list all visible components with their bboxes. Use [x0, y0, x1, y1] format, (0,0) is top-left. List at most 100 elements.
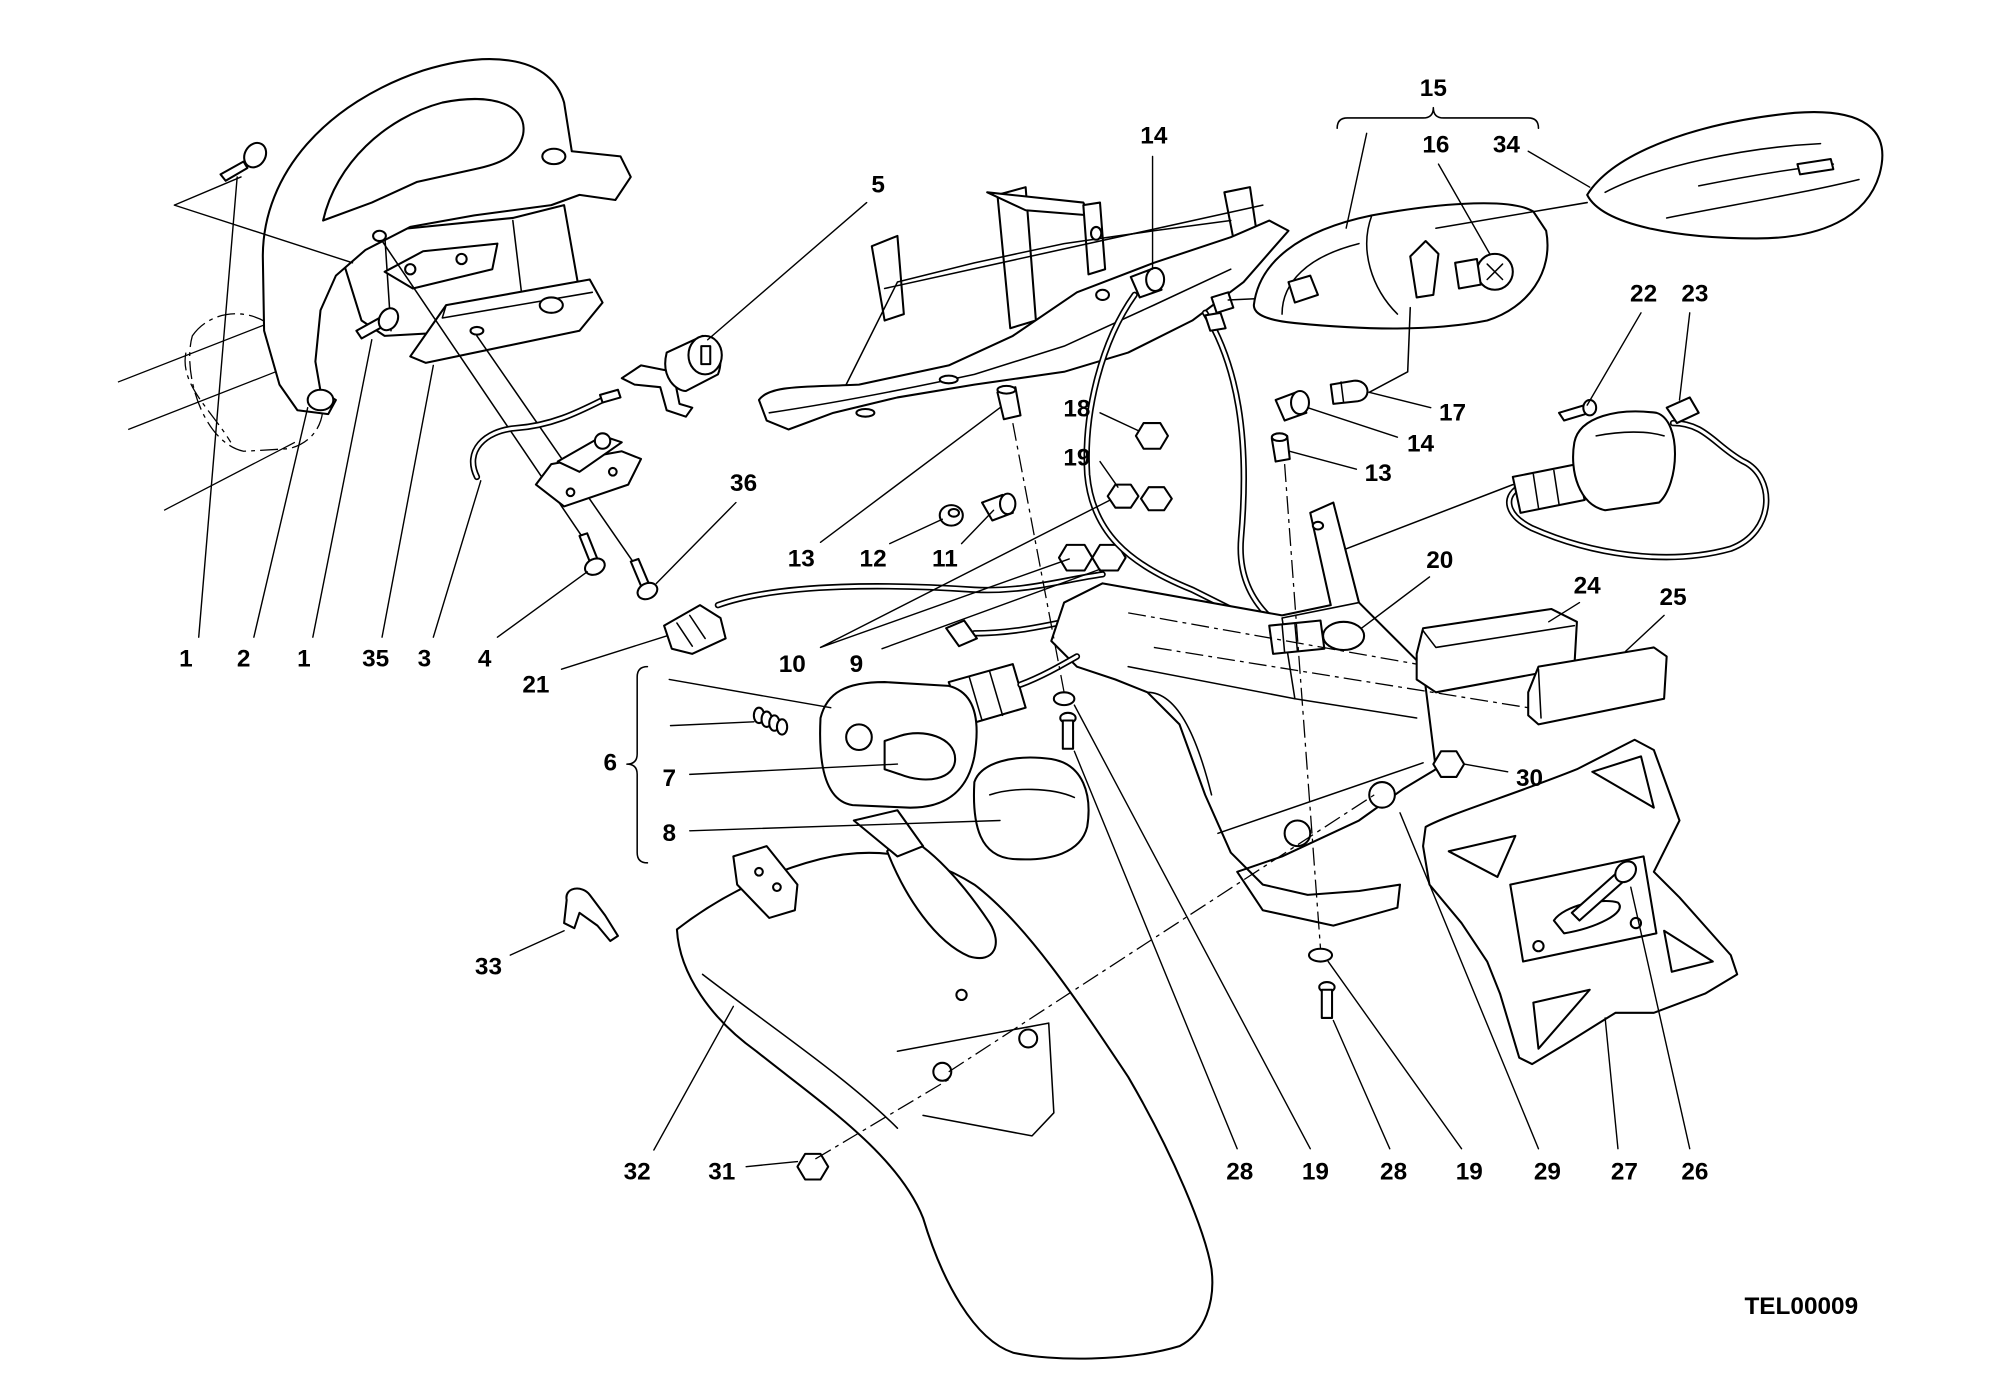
screw-22	[1557, 398, 1598, 422]
callout-23: 23	[1681, 280, 1708, 307]
callout-7: 7	[662, 765, 676, 792]
callout-19: 19	[1302, 1158, 1329, 1185]
leader-line	[668, 678, 832, 727]
bolt-4	[578, 532, 606, 576]
callout-17: 17	[1439, 400, 1466, 427]
rubber-pin-13-lower	[1270, 432, 1291, 463]
leader-line	[889, 518, 944, 545]
callout-6: 6	[603, 750, 617, 777]
callout-20: 20	[1426, 547, 1453, 574]
leader-line	[1327, 960, 1463, 1150]
nuts-19-upper	[1106, 483, 1173, 512]
leader-line	[1630, 886, 1691, 1150]
license-light-bulb-20	[1268, 619, 1366, 655]
leader-line	[1368, 391, 1432, 409]
callout-14: 14	[1140, 123, 1168, 150]
callout-4: 4	[478, 646, 492, 673]
rubber-pin-13-upper	[996, 384, 1022, 421]
leader-line	[819, 499, 1111, 649]
wiring-harness	[663, 291, 1283, 655]
leader-line	[819, 406, 1001, 544]
leader-line	[496, 571, 588, 638]
callout-11: 11	[932, 546, 958, 573]
leader-line	[1345, 132, 1368, 229]
leader-line	[1678, 312, 1691, 401]
callout-25: 25	[1660, 584, 1687, 611]
callout-32: 32	[624, 1158, 651, 1185]
bolt-26	[1570, 860, 1638, 922]
nut-31	[796, 1152, 830, 1181]
callout-3: 3	[418, 646, 432, 673]
callout-13: 13	[788, 546, 815, 573]
nuts-10	[1057, 543, 1127, 572]
leader-line	[1289, 450, 1358, 470]
callout-18: 18	[1063, 396, 1090, 423]
release-cable	[469, 388, 643, 508]
grommet-14-upper	[1129, 266, 1166, 299]
leader-line	[432, 480, 482, 638]
callout-9: 9	[850, 651, 864, 678]
leader-line	[653, 1005, 735, 1151]
leader-line	[312, 339, 373, 638]
callout-33: 33	[475, 953, 502, 980]
callout-13: 13	[1365, 460, 1392, 487]
leader-line	[881, 568, 1101, 650]
callout-35: 35	[362, 646, 389, 673]
drawing-code: TEL00009	[1744, 1293, 1858, 1320]
leader-line	[1099, 412, 1140, 432]
callout-16: 16	[1422, 132, 1449, 159]
leader-line	[1437, 163, 1491, 255]
centre-lines	[815, 422, 1529, 1160]
bolt-handle-top	[219, 141, 268, 182]
leader-lines	[173, 132, 1691, 1168]
tail-light-lens	[1586, 111, 1884, 240]
leader-line	[655, 501, 737, 585]
leader-line	[253, 406, 309, 638]
callout-10: 10	[779, 651, 806, 678]
license-plate-bracket	[1422, 738, 1739, 1066]
callout-1: 1	[297, 646, 311, 673]
callout-24: 24	[1574, 573, 1602, 600]
callout-labels: 1 2 1 35 3 4 21 36 5 13 12 11 14 15 16 3…	[179, 75, 1708, 1185]
bulb-17	[1329, 379, 1369, 405]
leader-line	[689, 763, 899, 776]
grab-handle	[261, 58, 632, 416]
callout-1: 1	[179, 646, 193, 673]
leader-line	[706, 201, 868, 341]
callout-2: 2	[237, 646, 251, 673]
leader-line	[689, 819, 1001, 832]
leader-line	[745, 1160, 799, 1168]
callout-22: 22	[1630, 280, 1657, 307]
bolt-handle-lower	[355, 307, 400, 340]
callout-31: 31	[708, 1158, 735, 1185]
group-brackets	[626, 106, 1540, 864]
leader-line	[1306, 406, 1399, 438]
callout-30: 30	[1516, 765, 1543, 792]
reflector-25	[1527, 646, 1668, 726]
rear-mudguard	[675, 809, 1214, 1360]
nut-12	[938, 504, 964, 527]
leader-line	[1463, 763, 1509, 773]
callout-27: 27	[1611, 1158, 1638, 1185]
rear-subframe	[757, 186, 1290, 431]
leader-line	[960, 509, 995, 545]
leader-line	[1624, 614, 1665, 652]
frame-phantom-outline	[117, 313, 324, 511]
leader-line	[1360, 576, 1431, 629]
callout-29: 29	[1534, 1158, 1561, 1185]
right-turn-signal	[1338, 396, 1770, 561]
callout-21: 21	[522, 671, 549, 698]
callout-12: 12	[860, 546, 887, 573]
leader-line	[1399, 812, 1540, 1150]
callout-28: 28	[1380, 1158, 1407, 1185]
mounting-plate	[409, 278, 604, 364]
leader-line	[1527, 150, 1591, 188]
callout-28: 28	[1226, 1158, 1253, 1185]
leader-line	[198, 176, 238, 638]
leader-line	[173, 176, 354, 264]
grommet-14-lower	[1274, 390, 1310, 422]
leader-line	[560, 635, 668, 670]
leader-line	[1099, 460, 1119, 488]
callout-19: 19	[1063, 444, 1090, 471]
